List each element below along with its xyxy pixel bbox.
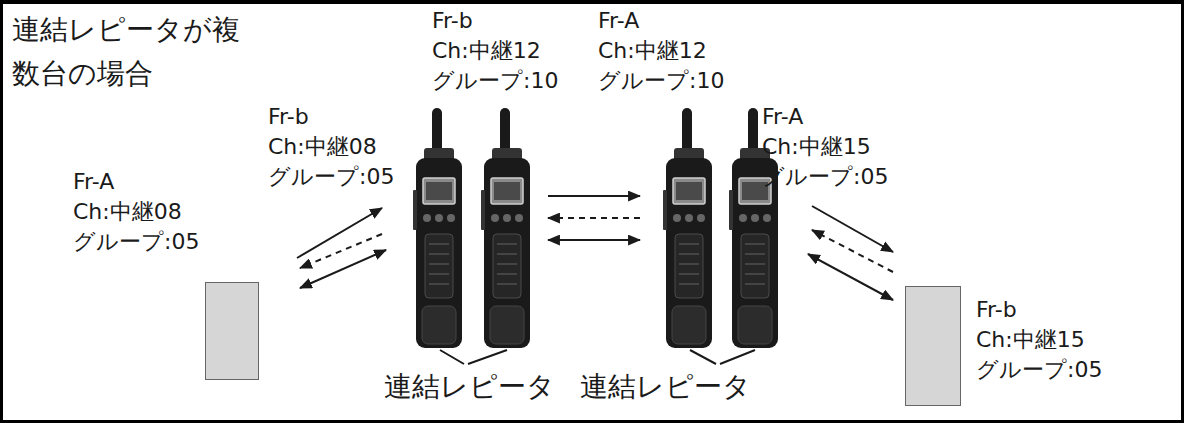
setting-label: Fr-bCh:中継15グループ:05 xyxy=(976,295,1102,385)
radio-unit: Fr-ACh:中継15グループ:05 xyxy=(732,108,778,348)
setting-text: Ch:中継08 xyxy=(268,132,394,162)
signal-arrow xyxy=(548,239,640,241)
setting-text: グループ:05 xyxy=(268,162,394,192)
setting-text: グループ:05 xyxy=(73,227,199,257)
setting-text: Ch:中継15 xyxy=(762,132,888,162)
setting-text: グループ:05 xyxy=(762,162,888,192)
setting-text: Fr-A xyxy=(598,6,724,36)
radio-unit: Fr-bCh:中継08グループ:05 xyxy=(416,108,464,348)
setting-text: Fr-A xyxy=(73,167,199,197)
leader-line xyxy=(690,350,755,364)
radio-body xyxy=(663,108,712,348)
setting-text: グループ:05 xyxy=(976,355,1102,385)
signal-arrow xyxy=(300,234,382,268)
setting-text: Ch:中継15 xyxy=(976,325,1102,355)
leader-line xyxy=(440,350,507,364)
diagram-title: 連結レピータが複数台の場合 xyxy=(12,8,242,96)
setting-text: Ch:中継12 xyxy=(432,36,558,66)
signal-arrow xyxy=(548,217,640,219)
signal-arrow xyxy=(812,230,893,272)
setting-label: Fr-ACh:中継12グループ:10 xyxy=(598,6,724,96)
signal-arrow xyxy=(548,195,640,197)
setting-label: Fr-bCh:中継12グループ:10 xyxy=(432,6,558,96)
signal-arrow xyxy=(812,206,893,252)
device-box: Fr-ACh:中継08グループ:05 xyxy=(205,282,259,380)
radio-body xyxy=(413,108,462,348)
radio-body xyxy=(481,108,530,348)
setting-label: Fr-ACh:中継15グループ:05 xyxy=(762,102,888,192)
radio-unit: Fr-bCh:中継12グループ:10 xyxy=(484,108,530,348)
setting-text: グループ:10 xyxy=(432,66,558,96)
setting-text: Fr-A xyxy=(762,102,888,132)
signal-arrow xyxy=(297,208,382,258)
setting-text: Fr-b xyxy=(268,102,394,132)
setting-text: Fr-b xyxy=(432,6,558,36)
radio-unit: Fr-ACh:中継12グループ:10 xyxy=(666,108,714,348)
repeater-label: 連結レピータ xyxy=(382,370,557,404)
setting-text: グループ:10 xyxy=(598,66,724,96)
setting-label: Fr-ACh:中継08グループ:05 xyxy=(73,167,199,257)
setting-text: Ch:中継08 xyxy=(73,197,199,227)
setting-text: Ch:中継12 xyxy=(598,36,724,66)
device-box: Fr-bCh:中継15グループ:05 xyxy=(905,286,961,406)
setting-label: Fr-bCh:中継08グループ:05 xyxy=(268,102,394,192)
repeater-label: 連結レピータ xyxy=(578,370,753,404)
setting-text: Fr-b xyxy=(976,295,1102,325)
signal-arrow xyxy=(808,254,893,300)
signal-arrow xyxy=(300,250,386,288)
